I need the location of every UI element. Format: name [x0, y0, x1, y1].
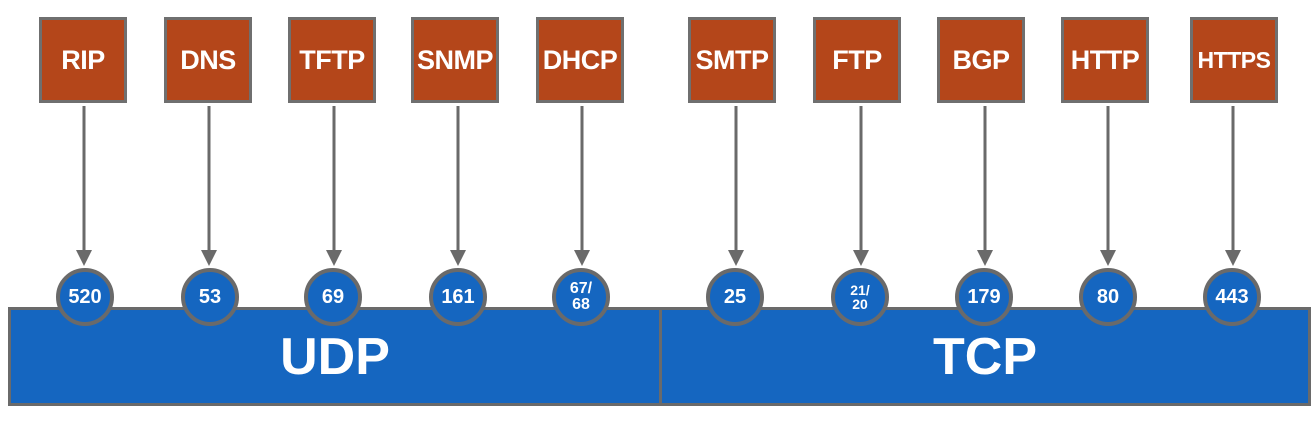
- port-number: 179: [967, 286, 1001, 308]
- protocol-box-tftp: TFTP: [288, 17, 376, 103]
- protocol-box-bgp: BGP: [937, 17, 1025, 103]
- protocol-label: TFTP: [299, 44, 365, 75]
- udp-label: UDP: [280, 327, 390, 386]
- protocol-label: HTTP: [1070, 44, 1140, 75]
- arrow-head-dns: [201, 250, 217, 266]
- port-circle-80: 80: [1079, 268, 1137, 326]
- protocol-label: DHCP: [542, 44, 618, 75]
- port-circle-69: 69: [304, 268, 362, 326]
- port-circle-21-20: 21/ 20: [831, 268, 889, 326]
- port-number: 161: [441, 286, 475, 308]
- port-number: 443: [1215, 286, 1249, 308]
- arrow-head-ftp: [853, 250, 869, 266]
- protocol-label: SNMP: [416, 44, 494, 75]
- protocol-label: FTP: [832, 44, 882, 75]
- port-number: 21/ 20: [850, 282, 870, 312]
- arrow-head-smtp: [728, 250, 744, 266]
- port-circle-520: 520: [56, 268, 114, 326]
- protocol-label: DNS: [180, 44, 236, 75]
- arrow-head-snmp: [450, 250, 466, 266]
- protocol-label: BGP: [952, 44, 1010, 75]
- port-circle-443: 443: [1203, 268, 1261, 326]
- port-number: 69: [321, 286, 345, 308]
- protocol-box-snmp: SNMP: [411, 17, 499, 103]
- port-circle-179: 179: [955, 268, 1013, 326]
- port-circle-25: 25: [706, 268, 764, 326]
- protocol-box-ftp: FTP: [813, 17, 901, 103]
- protocol-box-https: HTTPS: [1190, 17, 1278, 103]
- arrow-head-https: [1225, 250, 1241, 266]
- protocol-label: SMTP: [695, 44, 769, 75]
- protocol-box-http: HTTP: [1061, 17, 1149, 103]
- protocol-label: RIP: [61, 44, 105, 75]
- port-circle-161: 161: [429, 268, 487, 326]
- protocol-label: HTTPS: [1197, 46, 1271, 73]
- protocol-box-dns: DNS: [164, 17, 252, 103]
- port-number: 80: [1096, 286, 1120, 308]
- protocol-box-smtp: SMTP: [688, 17, 776, 103]
- arrow-head-dhcp: [574, 250, 590, 266]
- arrow-head-bgp: [977, 250, 993, 266]
- protocol-box-dhcp: DHCP: [536, 17, 624, 103]
- arrow-head-rip: [76, 250, 92, 266]
- arrow-head-http: [1100, 250, 1116, 266]
- arrow-head-tftp: [326, 250, 342, 266]
- port-number: 53: [198, 286, 222, 308]
- port-number: 520: [68, 286, 102, 308]
- port-circle-53: 53: [181, 268, 239, 326]
- port-number: 25: [723, 286, 747, 308]
- port-number: 67/ 68: [569, 280, 593, 313]
- tcp-label: TCP: [933, 327, 1037, 386]
- protocol-box-rip: RIP: [39, 17, 127, 103]
- port-circle-67-68: 67/ 68: [552, 268, 610, 326]
